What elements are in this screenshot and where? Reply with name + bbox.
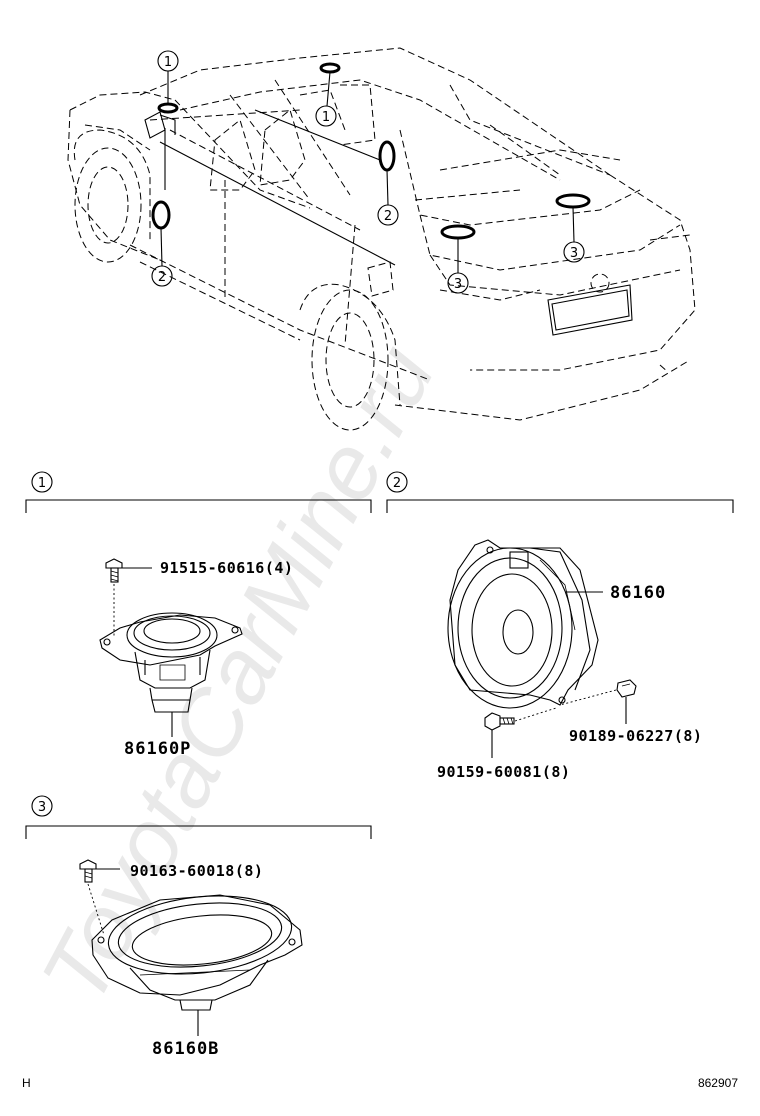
footer-left-code: H: [22, 1076, 31, 1090]
screw-icon: [484, 712, 515, 731]
tweeter-speaker-icon: [99, 612, 243, 713]
callout-label: 1: [164, 55, 172, 70]
diagram-number: 862907: [698, 1076, 738, 1090]
section-bracket: [25, 499, 372, 513]
callout-label: 2: [158, 270, 166, 285]
car-callouts: 1 1 2 2 3 3: [151, 50, 585, 294]
tweeter-location-right: [319, 62, 341, 74]
screw-icon: [79, 859, 97, 883]
part-number: 90189-06227(8): [569, 727, 702, 745]
door-speaker-location-rear: [378, 140, 396, 172]
nut-icon: [616, 679, 637, 698]
rear-speaker-icon: [91, 894, 303, 1011]
callout-circle: [315, 105, 337, 127]
section-marker: [31, 795, 53, 817]
part-number: 90159-60081(8): [437, 763, 570, 781]
callout-label: 3: [570, 246, 578, 261]
speaker-locations: [151, 62, 591, 240]
screw-icon: [105, 558, 123, 583]
callout-label: 1: [322, 110, 330, 125]
door-speaker-icon: [447, 539, 599, 709]
section-3: 3 90163-60018(8) 86160B: [25, 795, 372, 1059]
callout-circle: [563, 241, 585, 263]
callout-circle: [377, 204, 399, 226]
rear-speaker-location-right: [555, 193, 591, 209]
rear-speaker-location-left: [440, 224, 476, 240]
car-illustration: [67, 47, 696, 431]
section-marker-label: 3: [38, 800, 46, 815]
part-number: 86160P: [124, 739, 191, 759]
callout-circle: [151, 265, 173, 287]
section-marker-label: 2: [393, 476, 401, 491]
callout-label: 2: [384, 209, 392, 224]
section-marker: [31, 471, 53, 493]
callout-label: 3: [454, 277, 462, 292]
section-bracket: [386, 499, 734, 513]
section-2: 2 86160 90189-06227(8): [386, 471, 734, 781]
callout-circle: [447, 272, 469, 294]
section-marker: [386, 471, 408, 493]
tweeter-location-left: [157, 102, 179, 114]
part-number: 90163-60018(8): [130, 862, 263, 880]
callout-circle: [157, 50, 179, 72]
section-1: 1 91515-60616(4) 86160P: [25, 471, 372, 759]
section-bracket: [25, 825, 372, 839]
section-marker-label: 1: [38, 476, 46, 491]
part-number: 86160: [610, 583, 666, 603]
part-number: 91515-60616(4): [160, 559, 293, 577]
door-speaker-location-front: [151, 200, 171, 230]
part-number: 86160B: [152, 1039, 219, 1059]
